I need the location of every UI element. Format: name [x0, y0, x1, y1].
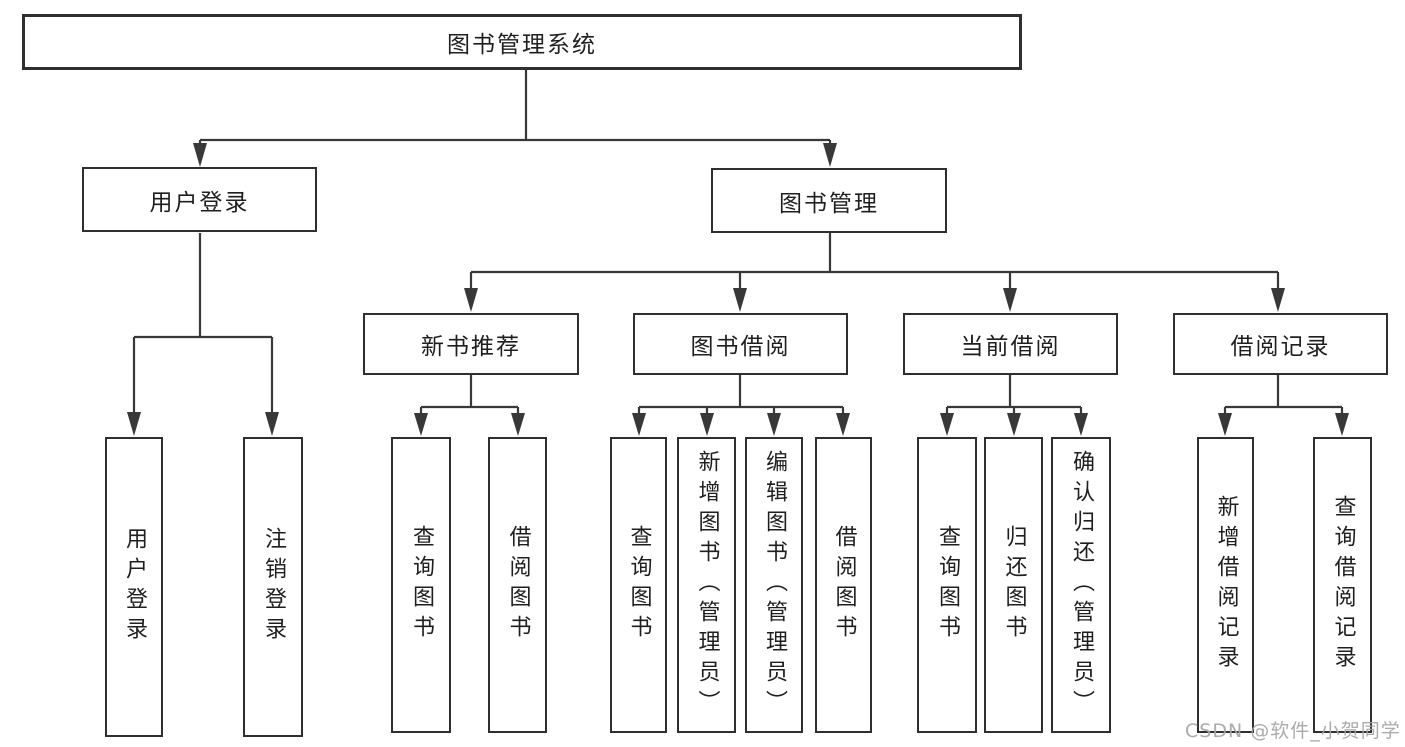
leaf-query-borrow-record: 查询借阅记录: [1313, 437, 1372, 733]
leaf-query-books-recommend: 查询图书: [391, 437, 451, 733]
arrowhead: [767, 413, 781, 436]
leaf-query-books-borrowing: 查询图书: [610, 437, 667, 733]
node-book-management: 图书管理: [711, 168, 947, 233]
leaf-label: 归还图书: [1001, 525, 1027, 645]
arrowhead: [464, 288, 478, 312]
leaf-label: 注销登录: [261, 527, 286, 647]
connector-current-borrowing-children: [940, 375, 1088, 436]
leaf-label: 确认归还（管理员）: [1069, 450, 1094, 720]
connector-book-mgmt-to-level3: [464, 233, 1285, 312]
node-new-book-recommend: 新书推荐: [363, 313, 579, 375]
arrowhead: [265, 412, 279, 436]
leaf-label: 编辑图书（管理员）: [762, 450, 787, 720]
arrowhead: [1271, 288, 1285, 312]
node-borrow-records: 借阅记录: [1173, 313, 1388, 375]
connector-user-login-children: [127, 233, 279, 436]
leaf-borrow-books-recommend: 借阅图书: [488, 437, 547, 733]
connector-root-to-level2: [193, 70, 837, 167]
arrowhead: [193, 143, 207, 167]
leaf-label: 用户登录: [122, 527, 147, 647]
leaf-borrow-books: 借阅图书: [815, 437, 872, 733]
leaf-add-books-admin: 新增图书（管理员）: [677, 437, 736, 733]
leaf-label: 查询图书: [409, 525, 434, 645]
leaf-label: 查询图书: [935, 525, 960, 645]
connector-book-borrowing-children: [632, 375, 850, 436]
arrowhead: [127, 412, 141, 436]
leaf-add-borrow-record: 新增借阅记录: [1197, 437, 1254, 733]
arrowhead: [1003, 288, 1017, 312]
leaf-label: 新增借阅记录: [1213, 495, 1239, 675]
arrowhead: [632, 413, 646, 436]
connector-new-book-children: [414, 375, 525, 436]
arrowhead: [1335, 413, 1349, 436]
node-library-system: 图书管理系统: [22, 14, 1022, 70]
arrowhead: [511, 413, 525, 436]
leaf-label: 查询借阅记录: [1330, 495, 1356, 675]
leaf-user-login: 用户登录: [105, 437, 163, 737]
node-current-borrowing: 当前借阅: [903, 313, 1118, 375]
leaf-edit-books-admin: 编辑图书（管理员）: [745, 437, 803, 733]
leaf-label: 新增图书（管理员）: [694, 450, 720, 720]
leaf-label: 借阅图书: [831, 525, 857, 645]
leaf-query-books-current: 查询图书: [917, 437, 977, 733]
node-book-borrowing: 图书借阅: [633, 313, 848, 375]
leaf-return-books: 归还图书: [984, 437, 1043, 733]
leaf-logout: 注销登录: [243, 437, 303, 737]
leaf-label: 借阅图书: [505, 525, 531, 645]
arrowhead: [1007, 413, 1021, 436]
leaf-label: 查询图书: [626, 525, 652, 645]
leaf-confirm-return-admin: 确认归还（管理员）: [1051, 437, 1111, 733]
arrowhead: [414, 413, 428, 436]
csdn-watermark: CSDN @软件_小贺同学: [1185, 720, 1401, 742]
arrowhead: [940, 413, 954, 436]
node-user-login: 用户登录: [82, 167, 317, 232]
arrowhead: [836, 413, 850, 436]
arrowhead: [823, 143, 837, 167]
arrowhead: [700, 413, 714, 436]
arrowhead: [733, 288, 747, 312]
arrowhead: [1074, 413, 1088, 436]
connector-borrow-records-children: [1218, 375, 1349, 436]
arrowhead: [1218, 413, 1232, 436]
